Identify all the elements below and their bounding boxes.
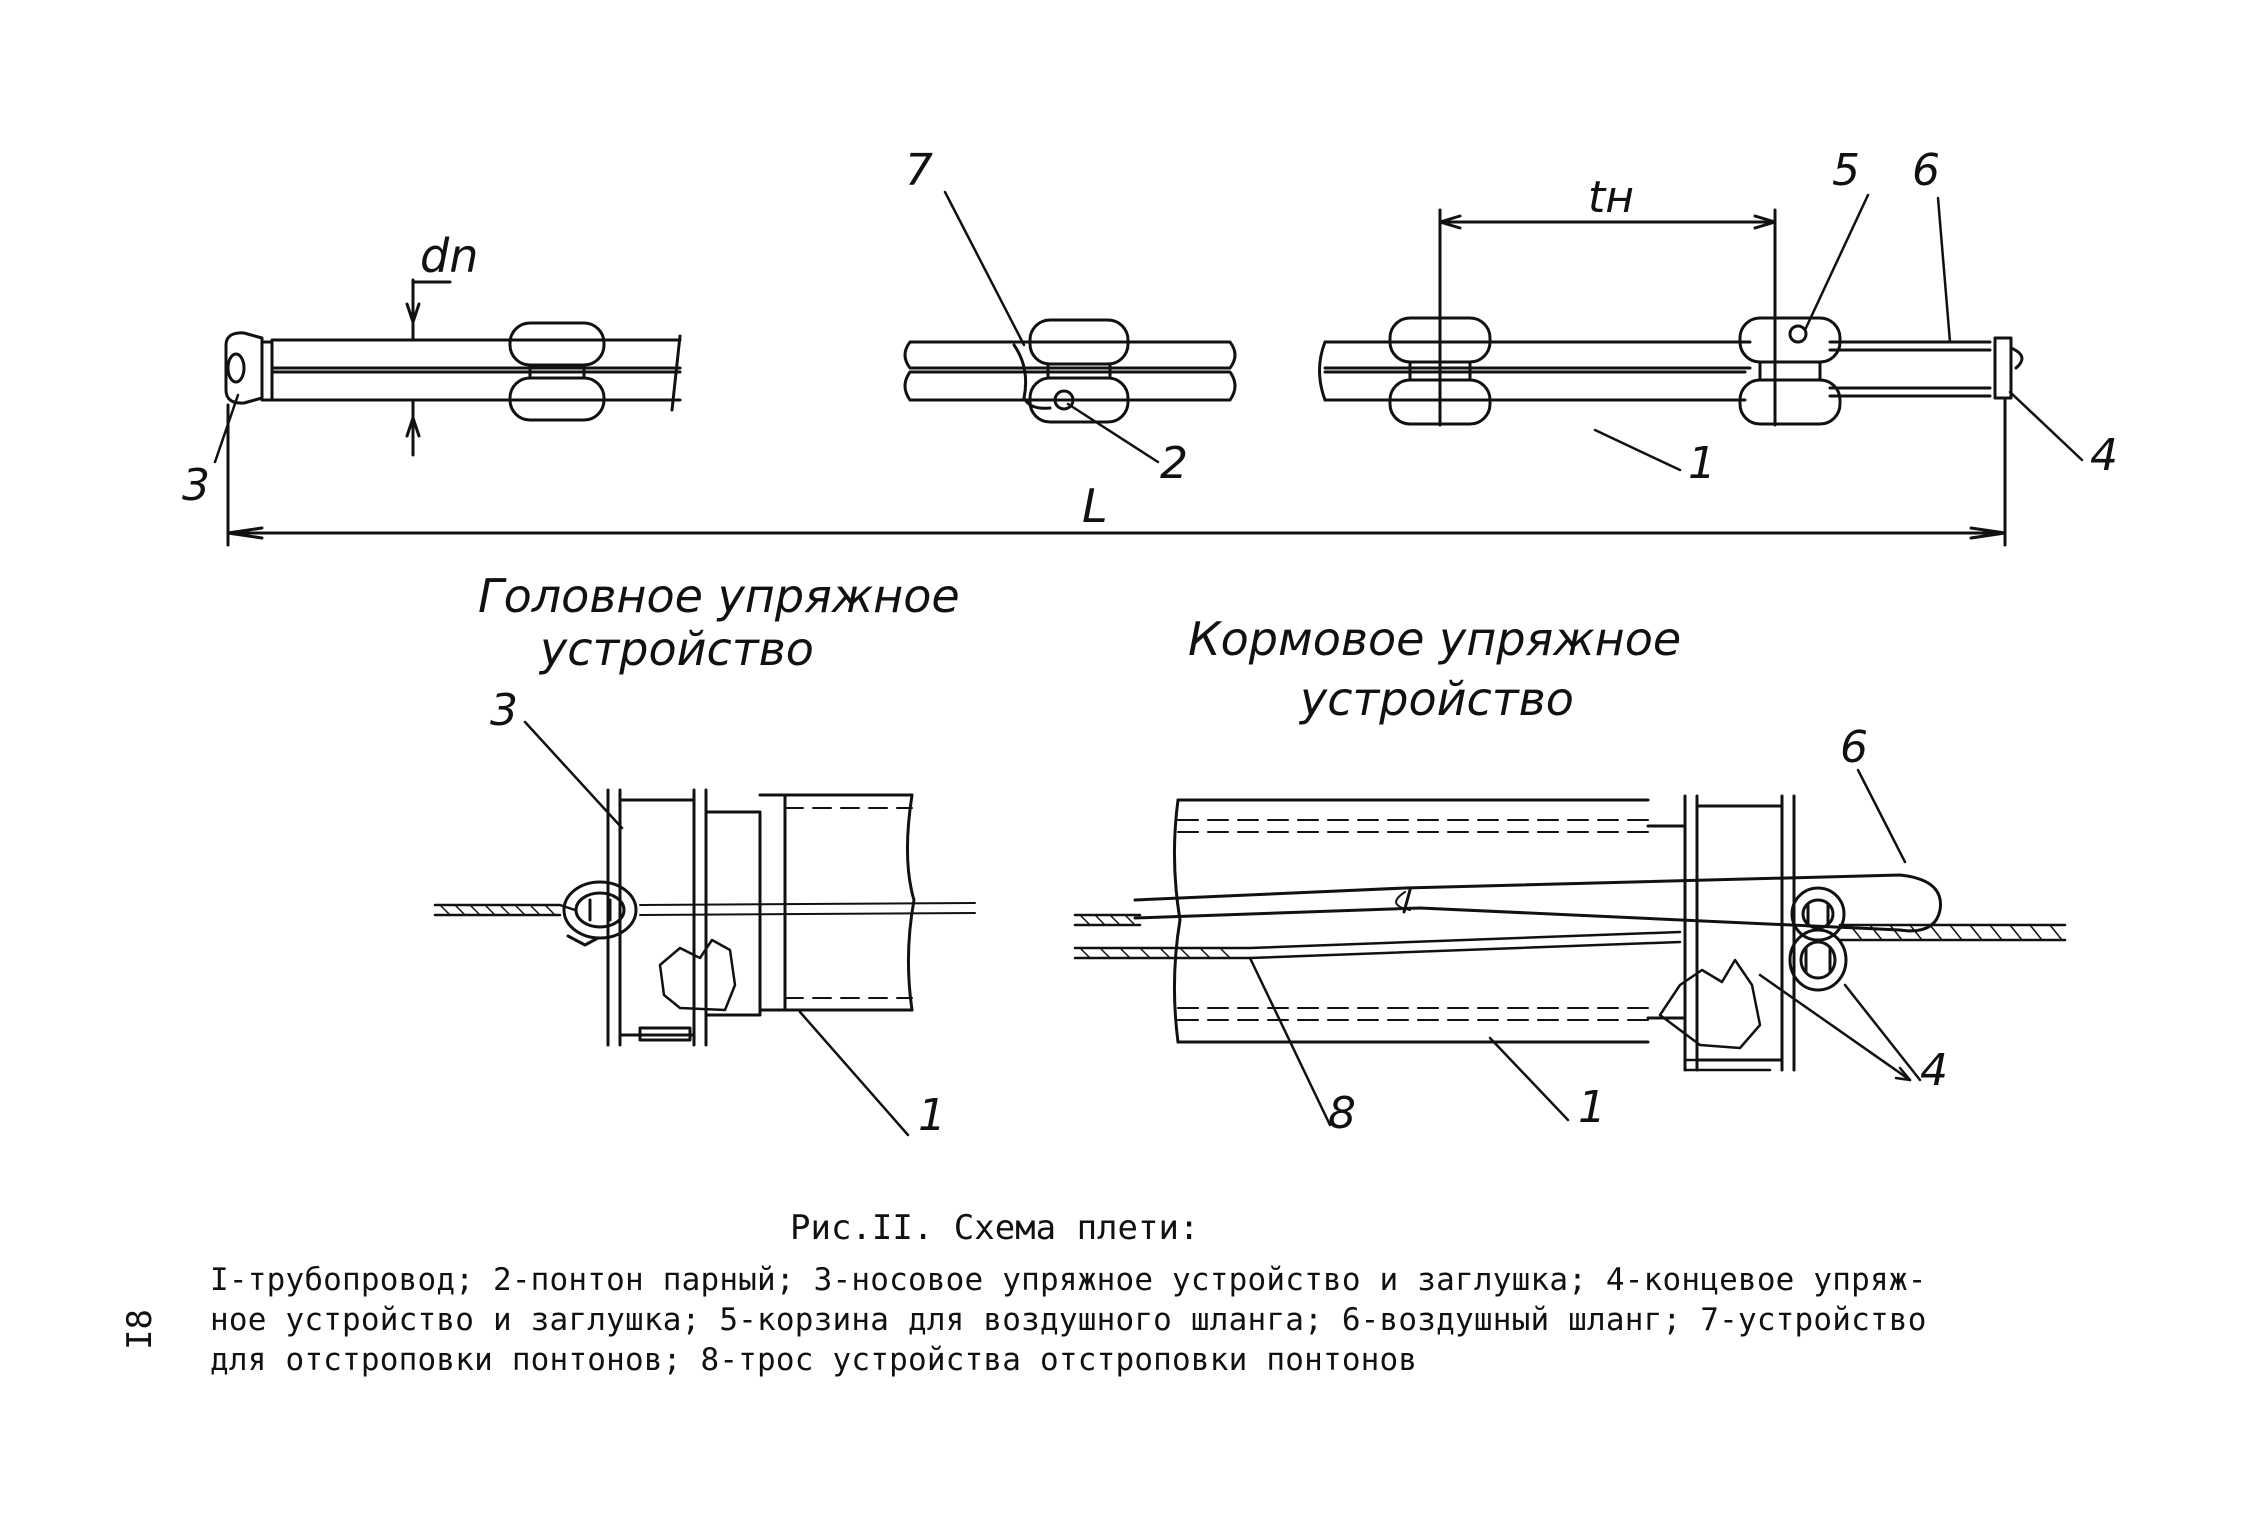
- stern-segment: [1318, 208, 2024, 427]
- callout-1-head: 1: [918, 1090, 946, 1141]
- head-view-title-line2: устройство: [538, 622, 814, 676]
- span-label: tн: [1588, 172, 1634, 223]
- callout-3-top: 3: [182, 460, 210, 511]
- leader-lines-top: [213, 190, 2084, 472]
- figure-legend-line-3: для отстроповки понтонов; 8-трос устройс…: [210, 1342, 1418, 1378]
- callout-8-stern: 8: [1328, 1088, 1356, 1139]
- pipeline-string-top-view: dn tн L 3 7 2 1 5 6 4: [182, 145, 2118, 547]
- middle-segment: [903, 318, 1237, 424]
- figure-legend-line-2: ное устройство и заглушка; 5-корзина для…: [210, 1302, 1927, 1338]
- callout-2-top: 2: [1160, 438, 1188, 489]
- callout-1-stern: 1: [1578, 1082, 1606, 1133]
- length-dimension: [226, 398, 2007, 547]
- callout-5-top: 5: [1832, 145, 1860, 196]
- callout-7-top: 7: [905, 145, 933, 196]
- page-number: I8: [120, 1309, 160, 1350]
- head-view-title-line1: Головное упряжное: [478, 569, 960, 623]
- callout-6-top: 6: [1912, 145, 1940, 196]
- figure-caption-title: Рис.II. Схема плети:: [790, 1208, 1200, 1248]
- diameter-label: dn: [420, 229, 478, 283]
- stern-view-title-line1: Кормовое упряжное: [1188, 612, 1681, 666]
- callout-1-top: 1: [1688, 438, 1716, 489]
- stern-towing-device-detail: 6 8 1 4: [1073, 722, 2067, 1139]
- figure-legend-line-1: I-трубопровод; 2-понтон парный; 3-носово…: [210, 1262, 1927, 1298]
- callout-6-stern: 6: [1840, 722, 1868, 773]
- stern-view-title-line2: устройство: [1298, 672, 1574, 726]
- callout-4-top: 4: [2090, 430, 2118, 481]
- length-label: L: [1082, 479, 1108, 533]
- callout-4-stern: 4: [1920, 1045, 1948, 1096]
- head-towing-device-detail: 3 1: [433, 685, 976, 1141]
- head-segment: [224, 278, 682, 457]
- callout-3-head: 3: [490, 685, 518, 736]
